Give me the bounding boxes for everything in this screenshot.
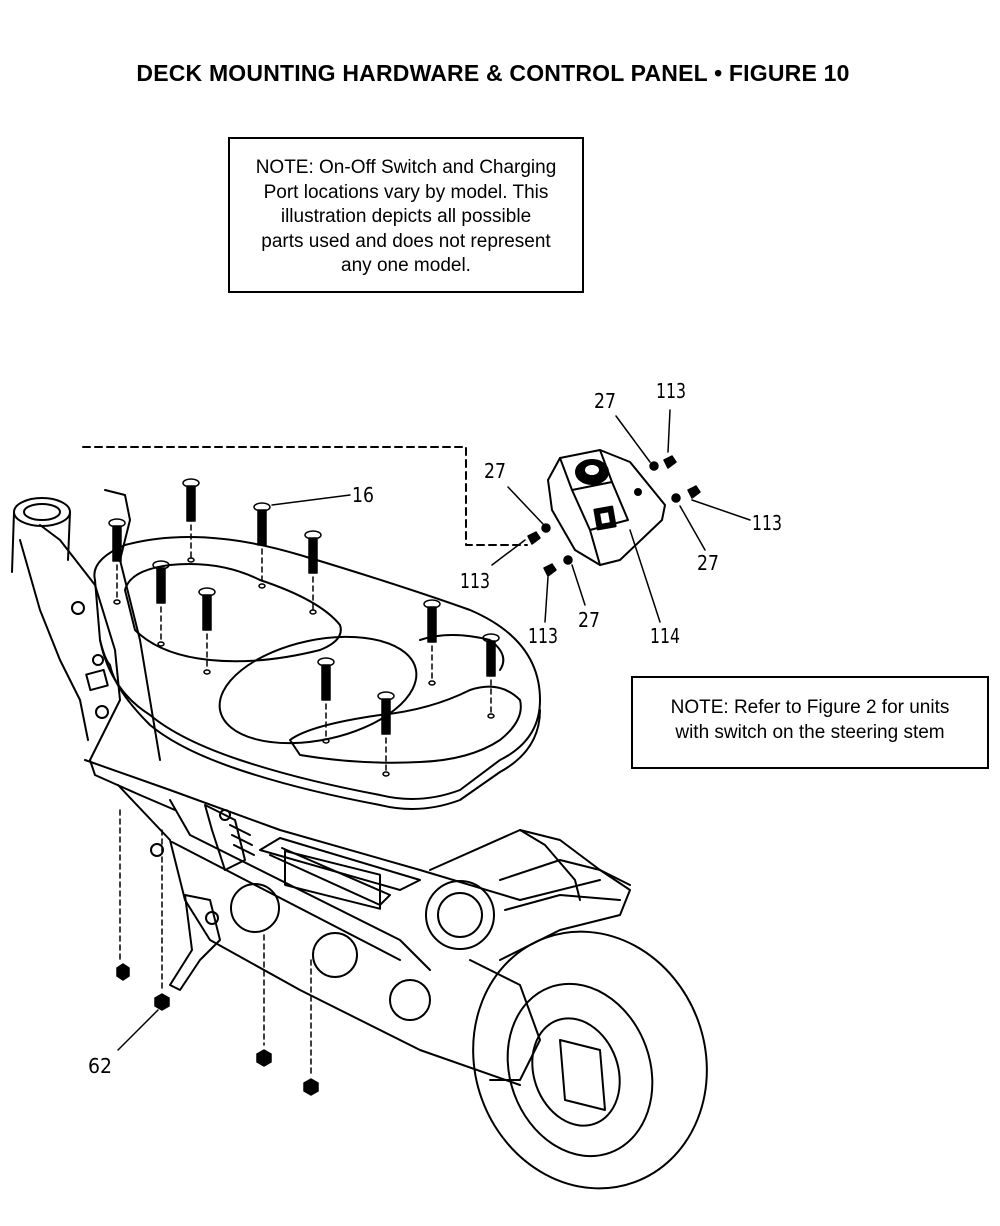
note-line: with switch on the steering stem — [675, 721, 945, 743]
callout-62: 62 — [88, 1054, 112, 1078]
callout-113: 113 — [752, 511, 782, 535]
screw — [198, 587, 216, 675]
callout-113: 113 — [460, 569, 490, 593]
screw — [182, 478, 200, 563]
note-line: Port locations vary by model. This — [263, 181, 549, 203]
callout-27: 27 — [484, 459, 506, 483]
screw — [253, 502, 271, 589]
screw — [108, 518, 126, 605]
screw — [152, 560, 170, 647]
nuts — [116, 809, 319, 1096]
screw — [304, 530, 322, 615]
control-panel-hardware — [527, 455, 701, 577]
deck-screws — [108, 478, 500, 777]
callout-113: 113 — [656, 379, 686, 403]
note-line: NOTE: On-Off Switch and Charging — [255, 157, 557, 178]
callout-114: 114 — [650, 624, 680, 648]
deck-plate — [93, 536, 541, 810]
callout-leaders — [117, 409, 751, 1051]
note-line: NOTE: Refer to Figure 2 for units — [670, 697, 950, 718]
callout-16: 16 — [352, 483, 374, 507]
note-line: illustration depicts all possible — [280, 206, 532, 227]
page-title: DECK MOUNTING HARDWARE & CONTROL PANEL •… — [136, 60, 850, 86]
screw — [317, 657, 335, 744]
steering-stem-note: NOTE: Refer to Figure 2 for units with s… — [631, 676, 989, 769]
note-line: parts used and does not represent — [261, 230, 551, 252]
callout-27: 27 — [594, 389, 616, 413]
screw — [482, 633, 500, 719]
model-variation-note: NOTE: On-Off Switch and Charging Port lo… — [228, 137, 584, 293]
control-panel-leader — [82, 446, 528, 546]
callout-113: 113 — [528, 624, 558, 648]
screw — [423, 599, 441, 686]
screw — [377, 691, 395, 777]
rear-wheel — [472, 930, 708, 1190]
callout-27: 27 — [697, 551, 719, 575]
note-line: any one model. — [341, 255, 471, 276]
control-panel — [547, 449, 666, 566]
callout-27: 27 — [578, 608, 600, 632]
scooter-frame — [11, 489, 631, 1086]
callout-labels: 16 27 113 27 113 27 113 113 27 114 62 — [88, 379, 782, 1078]
